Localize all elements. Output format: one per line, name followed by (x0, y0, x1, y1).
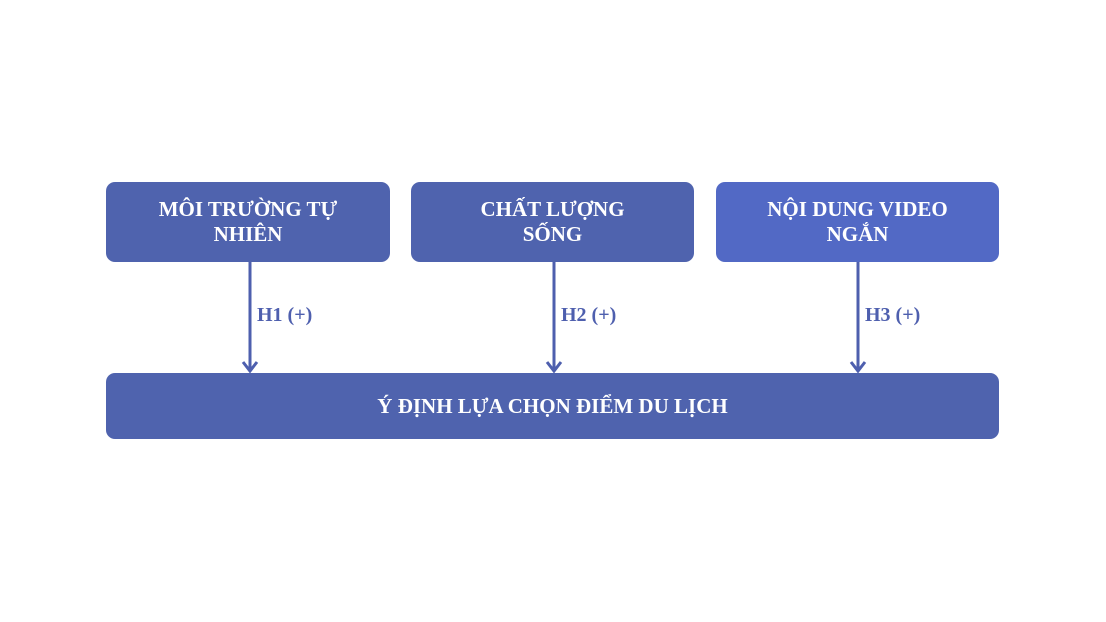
hypothesis-label-h1: H1 (+) (257, 304, 313, 326)
source-box-natural-environment: MÔI TRƯỜNG TỰ NHIÊN (106, 182, 390, 262)
arrowhead-h1 (241, 361, 259, 374)
target-box-destination-choice-intention: Ý ĐỊNH LỰA CHỌN ĐIỂM DU LỊCH (106, 373, 999, 439)
target-label: Ý ĐỊNH LỰA CHỌN ĐIỂM DU LỊCH (377, 393, 728, 418)
source-box-short-video-content: NỘI DUNG VIDEO NGẮN (716, 182, 999, 262)
arrowhead-h3 (849, 361, 867, 374)
source-label: CHẤT LƯỢNG SỐNG (480, 197, 625, 246)
hypothesis-label-h3: H3 (+) (865, 304, 921, 326)
hypothesis-label-h2: H2 (+) (561, 304, 617, 326)
source-label: NỘI DUNG VIDEO NGẮN (767, 197, 948, 246)
arrowhead-h2 (545, 361, 563, 374)
source-label: MÔI TRƯỜNG TỰ NHIÊN (158, 197, 338, 246)
source-box-quality-of-life: CHẤT LƯỢNG SỐNG (411, 182, 694, 262)
